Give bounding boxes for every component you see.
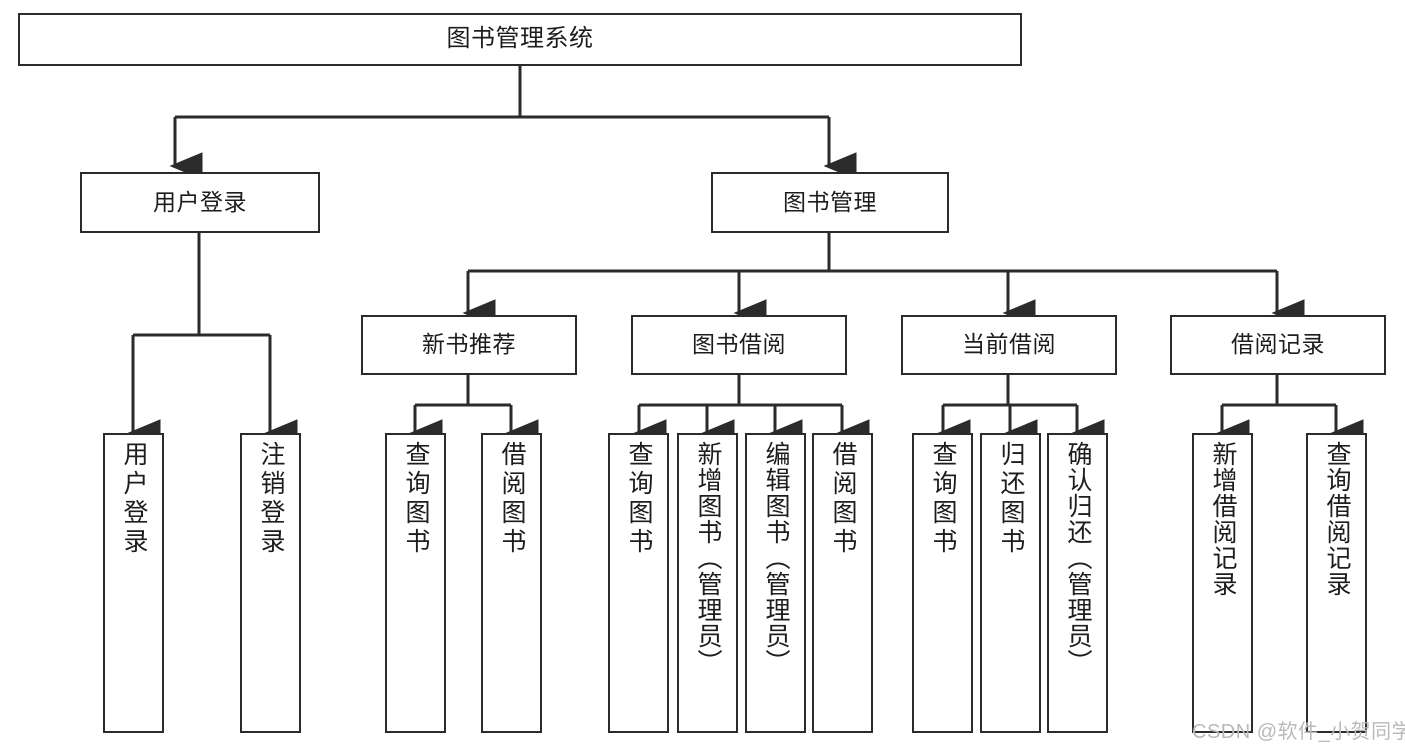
node-leaf-query-book-1-label: 查询图书	[402, 441, 430, 557]
node-borrow-record-label: 借阅记录	[1231, 331, 1325, 358]
node-leaf-add-record[interactable]: 新增借阅记录	[1192, 433, 1253, 733]
node-borrow-record[interactable]: 借阅记录	[1170, 315, 1386, 375]
node-user-login[interactable]: 用户登录	[80, 172, 320, 233]
node-leaf-borrow-book-1-label: 借阅图书	[498, 441, 526, 557]
node-root[interactable]: 图书管理系统	[18, 13, 1022, 66]
node-leaf-query-book-2[interactable]: 查询图书	[608, 433, 669, 733]
node-leaf-user-logout-label: 注销登录	[257, 441, 285, 557]
node-leaf-edit-book[interactable]: 编辑图书（管理员）	[745, 433, 806, 733]
node-book-borrow-label: 图书借阅	[692, 331, 786, 358]
node-new-book-recommend[interactable]: 新书推荐	[361, 315, 577, 375]
node-leaf-return-book[interactable]: 归还图书	[980, 433, 1041, 733]
node-book-manage[interactable]: 图书管理	[711, 172, 949, 233]
node-leaf-borrow-book-1[interactable]: 借阅图书	[481, 433, 542, 733]
node-leaf-query-book-3[interactable]: 查询图书	[912, 433, 973, 733]
csdn-watermark: CSDN @软件_小贺同学	[1192, 721, 1405, 743]
node-leaf-query-record[interactable]: 查询借阅记录	[1306, 433, 1367, 733]
node-leaf-query-book-1[interactable]: 查询图书	[385, 433, 446, 733]
node-leaf-user-logout[interactable]: 注销登录	[240, 433, 301, 733]
node-leaf-confirm-return-label: 确认归还（管理员）	[1064, 441, 1092, 675]
node-leaf-query-book-2-label: 查询图书	[625, 441, 653, 557]
node-leaf-user-login-label: 用户登录	[120, 441, 148, 557]
node-book-manage-label: 图书管理	[783, 188, 877, 215]
node-leaf-query-record-label: 查询借阅记录	[1323, 441, 1351, 597]
node-root-label: 图书管理系统	[446, 25, 594, 53]
node-user-login-label: 用户登录	[153, 188, 247, 215]
node-leaf-query-book-3-label: 查询图书	[929, 441, 957, 557]
node-leaf-add-record-label: 新增借阅记录	[1209, 441, 1237, 597]
node-leaf-borrow-book-2-label: 借阅图书	[829, 441, 857, 557]
node-book-borrow[interactable]: 图书借阅	[631, 315, 847, 375]
node-current-borrow[interactable]: 当前借阅	[901, 315, 1117, 375]
node-leaf-confirm-return[interactable]: 确认归还（管理员）	[1047, 433, 1108, 733]
node-new-book-recommend-label: 新书推荐	[422, 331, 516, 358]
node-leaf-user-login[interactable]: 用户登录	[103, 433, 164, 733]
node-current-borrow-label: 当前借阅	[962, 331, 1056, 358]
node-leaf-add-book[interactable]: 新增图书（管理员）	[677, 433, 738, 733]
node-leaf-return-book-label: 归还图书	[997, 441, 1025, 557]
node-leaf-borrow-book-2[interactable]: 借阅图书	[812, 433, 873, 733]
node-leaf-add-book-label: 新增图书（管理员）	[694, 441, 722, 675]
node-leaf-edit-book-label: 编辑图书（管理员）	[762, 441, 790, 675]
